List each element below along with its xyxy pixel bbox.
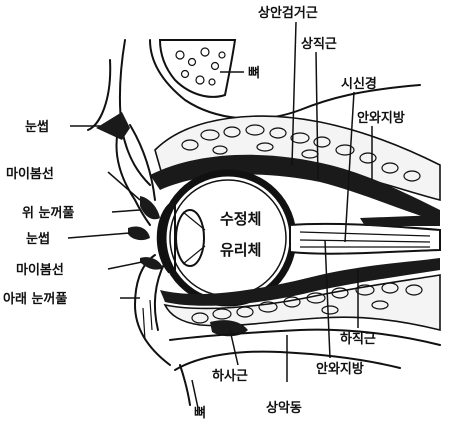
- label-bone-top: 뼈: [248, 65, 260, 81]
- optic-nerve: [290, 215, 440, 254]
- label-orbital-fat-1: 안와지방: [357, 110, 405, 126]
- label-bone-bottom: 뼈: [194, 405, 206, 421]
- label-meibomian-2: 마이봄선: [16, 262, 64, 278]
- label-levator: 상안검거근: [258, 5, 318, 21]
- label-superior-rectus: 상직근: [301, 36, 337, 52]
- label-maxillary-sinus: 상악동: [266, 400, 302, 416]
- label-lens: 수정체: [220, 210, 261, 228]
- label-eyebrow-2: 눈썹: [26, 232, 50, 247]
- label-upper-eyelid: 위 눈꺼풀: [22, 206, 74, 221]
- label-meibomian-1: 마이봄선: [6, 166, 54, 182]
- label-vitreous: 유리체: [220, 241, 261, 259]
- label-orbital-fat-2: 안와지방: [316, 361, 364, 377]
- label-inferior-oblique: 하사근: [212, 368, 248, 384]
- label-inferior-rectus: 하직근: [340, 331, 376, 347]
- label-lower-eyelid: 아래 눈꺼풀: [3, 291, 67, 307]
- eyeball: [159, 173, 293, 303]
- label-optic-nerve: 시신경: [341, 76, 377, 92]
- label-eyebrow-1: 눈썹: [25, 120, 49, 135]
